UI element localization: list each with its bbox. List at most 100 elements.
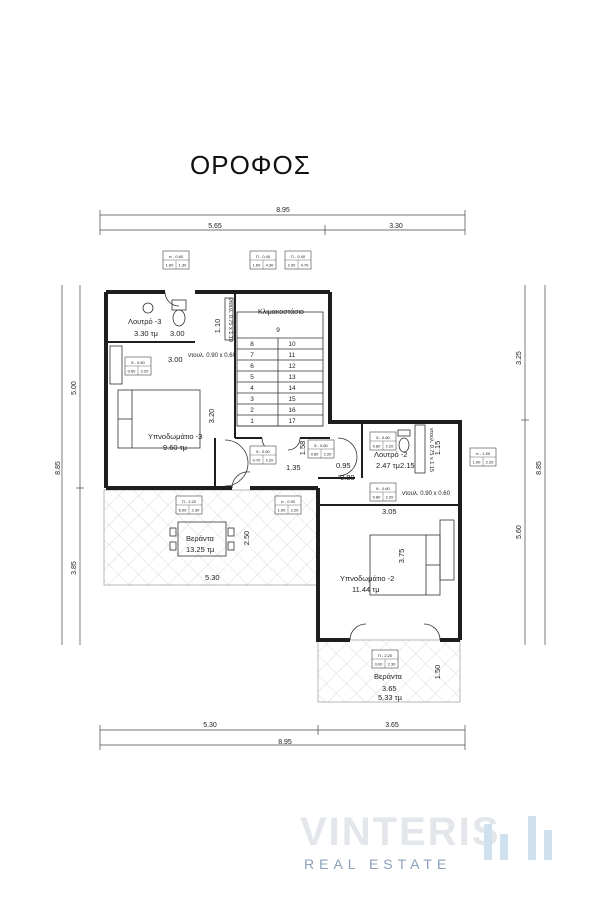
bed3-height: 3.20: [207, 409, 216, 424]
opening-tag: π - 1.50 1.00 2.20: [469, 447, 497, 467]
plan-title: ΟΡΟΦΟΣ: [190, 150, 311, 180]
closet-bed2: [439, 519, 455, 581]
stair-step-left: 6: [250, 363, 254, 370]
veranda-right-height: 1.50: [433, 665, 442, 680]
dim-110: 1.10: [213, 319, 222, 334]
bath2-name: Λουτρό -2: [374, 450, 407, 459]
opening-tag-head: Π - 0.40: [291, 254, 306, 259]
bath3-name: Λουτρό -3: [128, 317, 161, 326]
opening-tag-head: Π - 2.20: [378, 653, 393, 658]
opening-tag-v2: 2.20: [386, 444, 395, 449]
dimension-lines: [61, 210, 546, 750]
bath3-area: 3.30 τμ: [134, 329, 158, 338]
opening-tag: Π - 0.40 1.60 4.30: [249, 250, 277, 270]
interior-walls: [106, 292, 460, 506]
opening-tag-v2: 2.20: [266, 458, 275, 463]
stair-label: Κλιμακοστάσιο: [258, 308, 304, 316]
opening-tag-v2: 2.20: [324, 452, 333, 457]
opening-tag-v2: 2.30: [192, 508, 201, 513]
opening-tag-v1: 0.70: [253, 458, 262, 463]
dim-left-lower: 3.85: [71, 561, 78, 575]
opening-tag-v2: 2.20: [486, 460, 495, 465]
dim-top-right: 3.30: [389, 223, 403, 230]
bed2-area: 11.44 τμ: [352, 585, 380, 594]
opening-tag-v2: 2.20: [386, 495, 395, 500]
bed3-closet: ντουλ. 0.90 x 0.60: [188, 353, 237, 359]
veranda-right-area-label: 5.33 τμ: [378, 693, 402, 702]
dim-bottom-total: 8.95: [278, 739, 292, 746]
veranda-right-name: Βεράντα: [374, 672, 403, 681]
dim-095: 0.95: [336, 461, 351, 470]
closet-top-label: ντουλ. 0.75 x 1.10: [227, 298, 233, 342]
dim-158: 1.58: [298, 441, 307, 456]
opening-tag-head: π - 1.50: [476, 451, 491, 456]
watermark-sub: REAL ESTATE: [304, 856, 452, 872]
closet-top: [224, 297, 234, 341]
opening-tag: θ - 0.60 0.60 2.20: [124, 356, 152, 376]
stair-top-step: 9: [276, 327, 280, 334]
watermark-bars-icon: [478, 816, 558, 862]
stair-step-right: 12: [288, 363, 296, 370]
opening-tag-v2: 2.20: [141, 369, 150, 374]
watermark-brand: VINTERIS: [300, 810, 501, 854]
furniture: [109, 291, 455, 641]
opening-tag-v1: 1.60: [253, 263, 262, 268]
table-veranda: [177, 521, 227, 557]
veranda-left-height: 2.50: [242, 531, 251, 546]
opening-tag-v1: 3.00: [375, 662, 384, 667]
dim-135: 1.35: [286, 463, 301, 472]
closet-bed3: [109, 345, 123, 385]
opening-tag-v2: 4.30: [266, 263, 275, 268]
dim-bottom-right: 3.65: [385, 722, 399, 729]
toilet-bath2: [398, 437, 410, 453]
closet-bath2: [414, 424, 426, 474]
bed3-width: 3.00: [168, 355, 183, 364]
opening-tag-v2: 1.30: [179, 263, 188, 268]
bed2-closet: ντουλ. 0.90 x 0.60: [402, 491, 451, 497]
opening-tag-head: θ - 0.60: [131, 360, 145, 365]
dim-080: 0.80: [340, 473, 355, 482]
opening-tag-head: θ - 0.60: [376, 486, 390, 491]
dim-top-total: 8.95: [276, 207, 290, 214]
bed2-name: Υπνοδωμάτιο -2: [340, 574, 394, 583]
bed2-height: 3.75: [397, 549, 406, 564]
stair-step-right: 13: [288, 374, 296, 381]
dim-top-left: 5.65: [208, 223, 222, 230]
dimension-labels: 8.95 5.65 3.30 5.30 3.65 8.95 8.85 5.00 …: [55, 207, 543, 746]
shower-2: [337, 437, 358, 477]
room-labels: Λουτρό -3 3.30 τμ 3.00 Υπνοδωμάτιο -3 9.…: [128, 298, 451, 702]
stair-step-left: 3: [250, 396, 254, 403]
stair-step-right: 16: [288, 407, 296, 414]
stair-step-right: 17: [288, 418, 296, 425]
opening-tag-head: Π - 2.20: [182, 499, 197, 504]
opening-tag-head: Π - 0.40: [256, 254, 271, 259]
stair-step-left: 7: [250, 352, 254, 359]
stair-step-right: 11: [289, 352, 296, 359]
stair-step-right: 10: [288, 341, 296, 348]
stair-step-left: 5: [250, 374, 254, 381]
opening-tag-v1: 1.00: [473, 460, 482, 465]
opening-tag-v1: 2.00: [288, 263, 297, 268]
dim-left-total: 8.85: [55, 461, 62, 475]
opening-tag-head: π - 0.90: [281, 499, 296, 504]
stair-step-left: 1: [250, 418, 254, 425]
opening-tag-v1: 0.60: [128, 369, 137, 374]
dim-right-lower: 5.60: [516, 525, 523, 539]
veranda-left-area-label: 13.25 τμ: [186, 545, 214, 554]
bath2-height: 1.15: [433, 441, 442, 456]
opening-tag-head: θ - 0.60: [376, 435, 390, 440]
walls: [104, 290, 462, 642]
dim-left-upper: 5.00: [71, 381, 78, 395]
stair-step-left: 4: [250, 385, 254, 392]
stairs: [236, 311, 324, 427]
veranda-left-width: 5.30: [205, 573, 220, 582]
opening-tag-v1: 1.60: [166, 263, 175, 268]
